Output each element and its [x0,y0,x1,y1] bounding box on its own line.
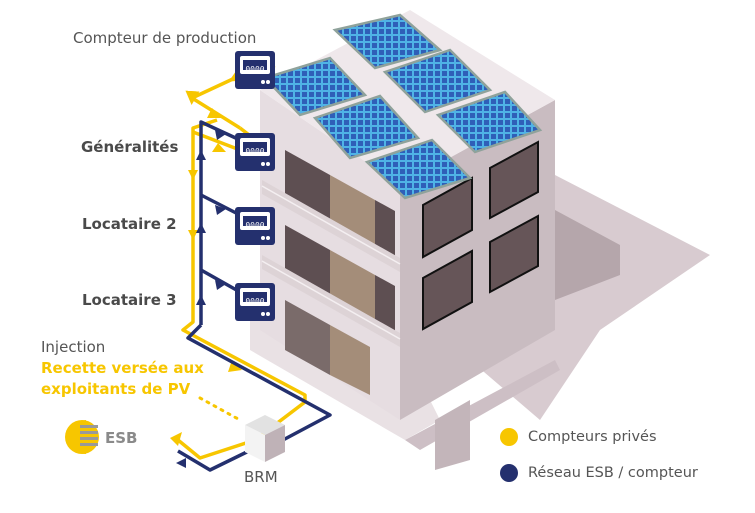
solar-panel [312,94,421,160]
injection-label: Injection [41,338,106,356]
legend-dot-navy-icon [500,464,518,482]
legend-item-grid: Réseau ESB / compteur [500,464,698,482]
solar-panel [262,56,368,117]
legend-item-private: Compteurs privés [500,428,657,446]
right-face-windows [422,140,539,331]
meter-reading: 0000 [245,221,264,230]
legend-label: Compteurs privés [528,429,657,445]
meter-generalites-icon [235,133,275,171]
injection-dotted-line [198,396,242,422]
injection-note-line2: exploitants de PV [41,380,191,398]
brm-box [245,415,285,462]
meter-locataire3-icon [235,283,275,321]
meter-locataire2-icon [235,207,275,245]
meter-reading: 0000 [245,65,264,74]
meter-reading: 0000 [245,147,264,156]
solar-panel [364,138,473,200]
solar-panel [332,13,443,70]
building-roof [260,10,555,185]
meter-production-icon [235,51,275,89]
esb-logo-icon [65,420,99,454]
production-meter-label: Compteur de production [73,29,257,47]
injection-note-line1: Recette versée aux [41,359,204,377]
solar-panel [435,90,543,154]
grid-lines [177,120,332,472]
locataire2-label: Locataire 2 [82,215,177,233]
solar-panel [382,48,493,114]
legend-dot-yellow-icon [500,428,518,446]
balconies [261,180,401,347]
grid-arrows [176,130,226,468]
legend-label: Réseau ESB / compteur [528,465,698,481]
meter-reading: 0000 [245,297,264,306]
locataire3-label: Locataire 3 [82,291,177,309]
generalites-label: Généralités [81,138,179,156]
solar-panels [262,13,543,200]
brm-label: BRM [244,468,278,486]
stair-annex [555,210,620,300]
esb-label: ESB [105,429,138,447]
